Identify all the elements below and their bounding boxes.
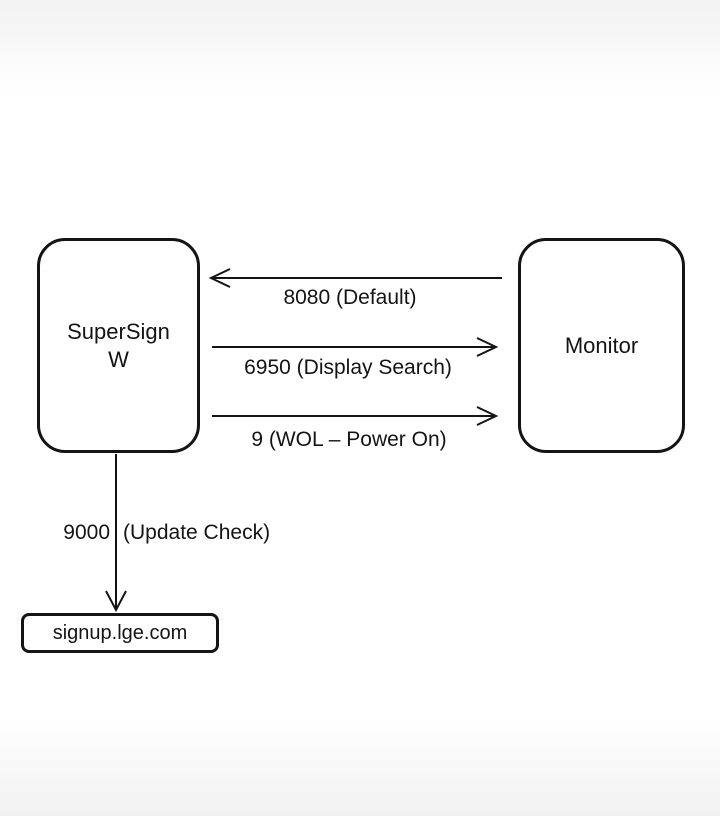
node-supersign-w-label-line1: SuperSign: [67, 318, 170, 344]
arrow-8080-left: [208, 268, 502, 288]
edge-label-port-9-wol: 9 (WOL – Power On): [251, 428, 447, 451]
arrow-9-wol-right: [212, 406, 499, 426]
edge-label-port-9000: 9000: [63, 521, 110, 544]
node-monitor: Monitor: [518, 238, 685, 453]
node-signup-label: signup.lge.com: [52, 622, 188, 644]
arrow-6950-right: [212, 337, 499, 357]
edge-label-port-8080: 8080 (Default): [283, 286, 417, 309]
node-supersign-w-label-line2: W: [108, 346, 129, 372]
edge-label-port-6950: 6950 (Display Search): [244, 356, 452, 379]
node-signup-lge-com: signup.lge.com: [21, 613, 219, 653]
edge-label-port-9000-note: (Update Check): [123, 521, 271, 544]
node-monitor-label: Monitor: [564, 332, 639, 358]
node-supersign-w: SuperSign W: [37, 238, 200, 453]
